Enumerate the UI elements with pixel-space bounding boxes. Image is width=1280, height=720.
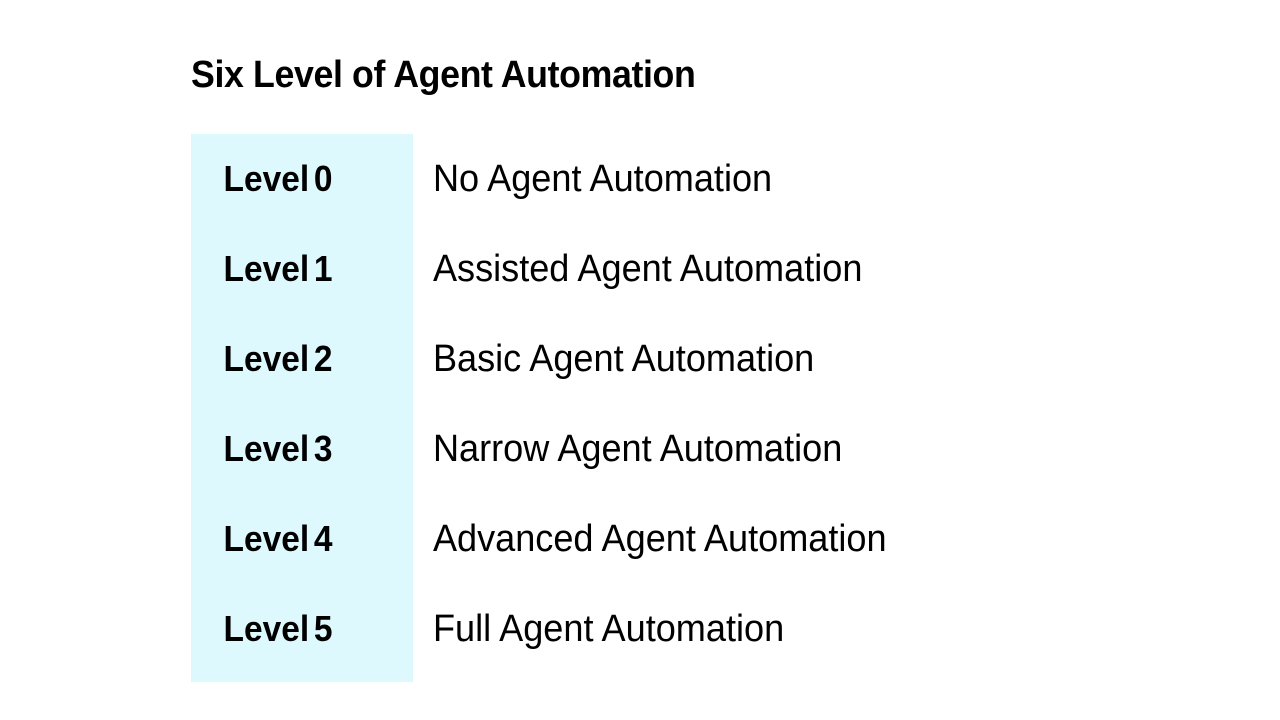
level-description-3: Narrow Agent Automation [432,428,843,470]
page-title: Six Level of Agent Automation [191,54,696,96]
level-label-text-5: Level [223,608,310,649]
level-label-text-2: Level [223,338,310,379]
level-number-4: 4 [313,518,333,559]
level-number-2: 2 [313,338,333,379]
level-number-5: 5 [313,608,333,649]
level-label-text-0: Level [223,158,310,199]
level-number-3: 3 [313,428,333,469]
level-number-1: 1 [313,248,333,289]
level-label-text-3: Level [223,428,310,469]
level-column-highlight-band [191,134,413,682]
level-label-text-1: Level [223,248,310,289]
level-label-text-4: Level [223,518,310,559]
level-description-2: Basic Agent Automation [432,338,815,380]
level-description-0: No Agent Automation [432,158,773,200]
level-number-0: 0 [313,158,333,199]
level-description-1: Assisted Agent Automation [432,248,863,290]
level-description-5: Full Agent Automation [432,608,785,650]
level-description-4: Advanced Agent Automation [432,518,887,560]
